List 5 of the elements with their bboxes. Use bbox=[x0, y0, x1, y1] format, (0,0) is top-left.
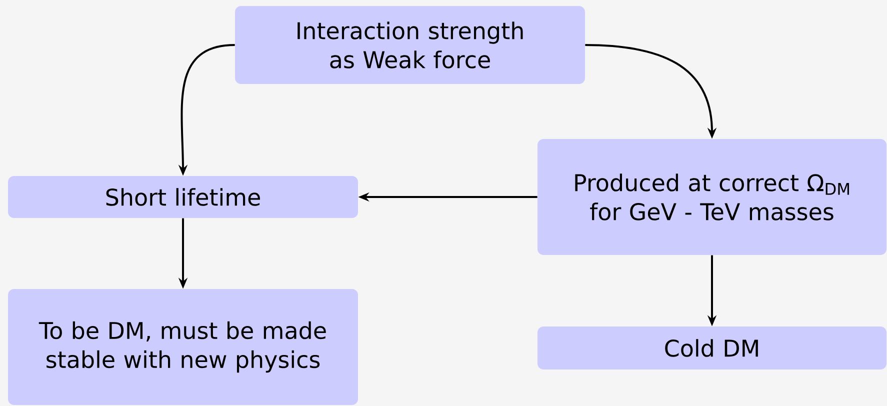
process-box: Short lifetime bbox=[8, 176, 358, 218]
process-box: Cold DM bbox=[538, 326, 886, 370]
process-box: Interaction strength as Weak force bbox=[235, 6, 585, 84]
process-box: Produced at correct Ω$_{DM}$ for GeV - TeV masses bbox=[538, 139, 886, 255]
process-box: To be DM, must be made stable with new physics bbox=[8, 289, 358, 405]
